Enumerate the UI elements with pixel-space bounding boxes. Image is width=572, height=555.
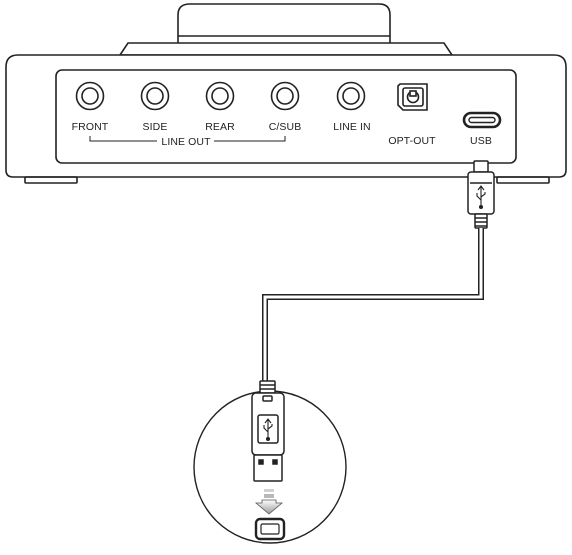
device-body [6,55,566,177]
device-shoulder [120,43,452,55]
label-side: SIDE [143,121,168,133]
device-foot-right [497,177,549,183]
label-rear: REAR [205,121,235,133]
audio-device [6,4,566,183]
label-csub: C/SUB [269,121,302,133]
label-opt-out: OPT-OUT [388,135,436,147]
usb-cable [265,228,481,381]
usb-a-receptacle [256,519,284,539]
label-usb: USB [470,135,492,147]
device-top-knob [178,4,390,43]
arrow-down-icon [256,489,282,514]
label-line-out: LINE OUT [161,136,211,148]
label-line-in: LINE IN [333,121,370,133]
device-foot-left [25,177,77,183]
label-front: FRONT [72,121,109,133]
